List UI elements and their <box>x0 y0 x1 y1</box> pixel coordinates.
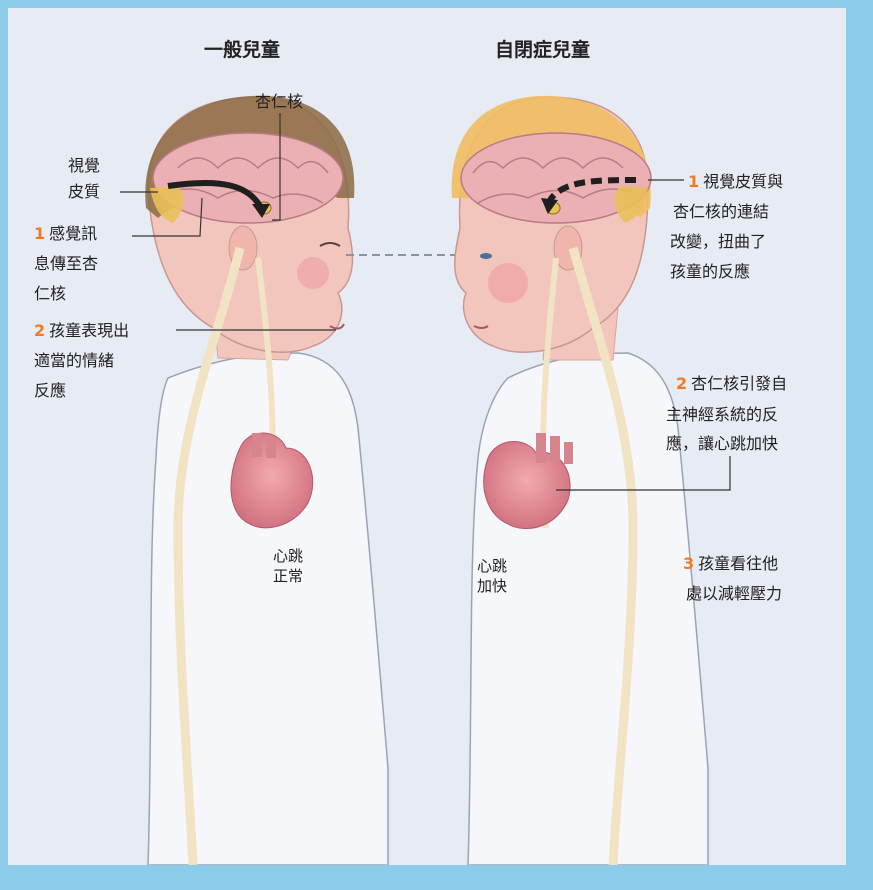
right-step1-number: 1 <box>688 172 699 191</box>
right-step2-line2: 主神經系統的反 <box>666 401 778 429</box>
right-step3-number: 3 <box>683 554 694 573</box>
left-step2-line3: 反應 <box>34 377 66 405</box>
left-child-figure <box>120 96 388 865</box>
heading-autistic-child: 自閉症兒童 <box>495 36 590 64</box>
right-heart-label: 心跳 加快 <box>477 556 507 596</box>
left-heart-label: 心跳 正常 <box>273 546 303 586</box>
left-step1-number: 1 <box>34 224 45 243</box>
left-step2-number: 2 <box>34 321 45 340</box>
left-step1-line3: 仁核 <box>34 280 66 308</box>
label-amygdala: 杏仁核 <box>255 88 303 116</box>
label-visual-cortex-line2: 皮質 <box>68 178 100 206</box>
right-step3-line2: 處以減輕壓力 <box>686 580 782 608</box>
right-step1-line4: 孩童的反應 <box>670 258 750 286</box>
heading-typical-child: 一般兒童 <box>204 36 280 64</box>
right-step2-number: 2 <box>676 374 687 393</box>
right-step1-line3: 改變，扭曲了 <box>670 228 766 256</box>
left-step1-line2: 息傳至杏 <box>34 250 98 278</box>
left-step2-line2: 適當的情緒 <box>34 347 114 375</box>
label-visual-cortex-line1: 視覺 <box>68 152 100 180</box>
right-step2-line3: 應，讓心跳加快 <box>666 430 778 458</box>
right-step1-line2: 杏仁核的連結 <box>673 198 769 226</box>
